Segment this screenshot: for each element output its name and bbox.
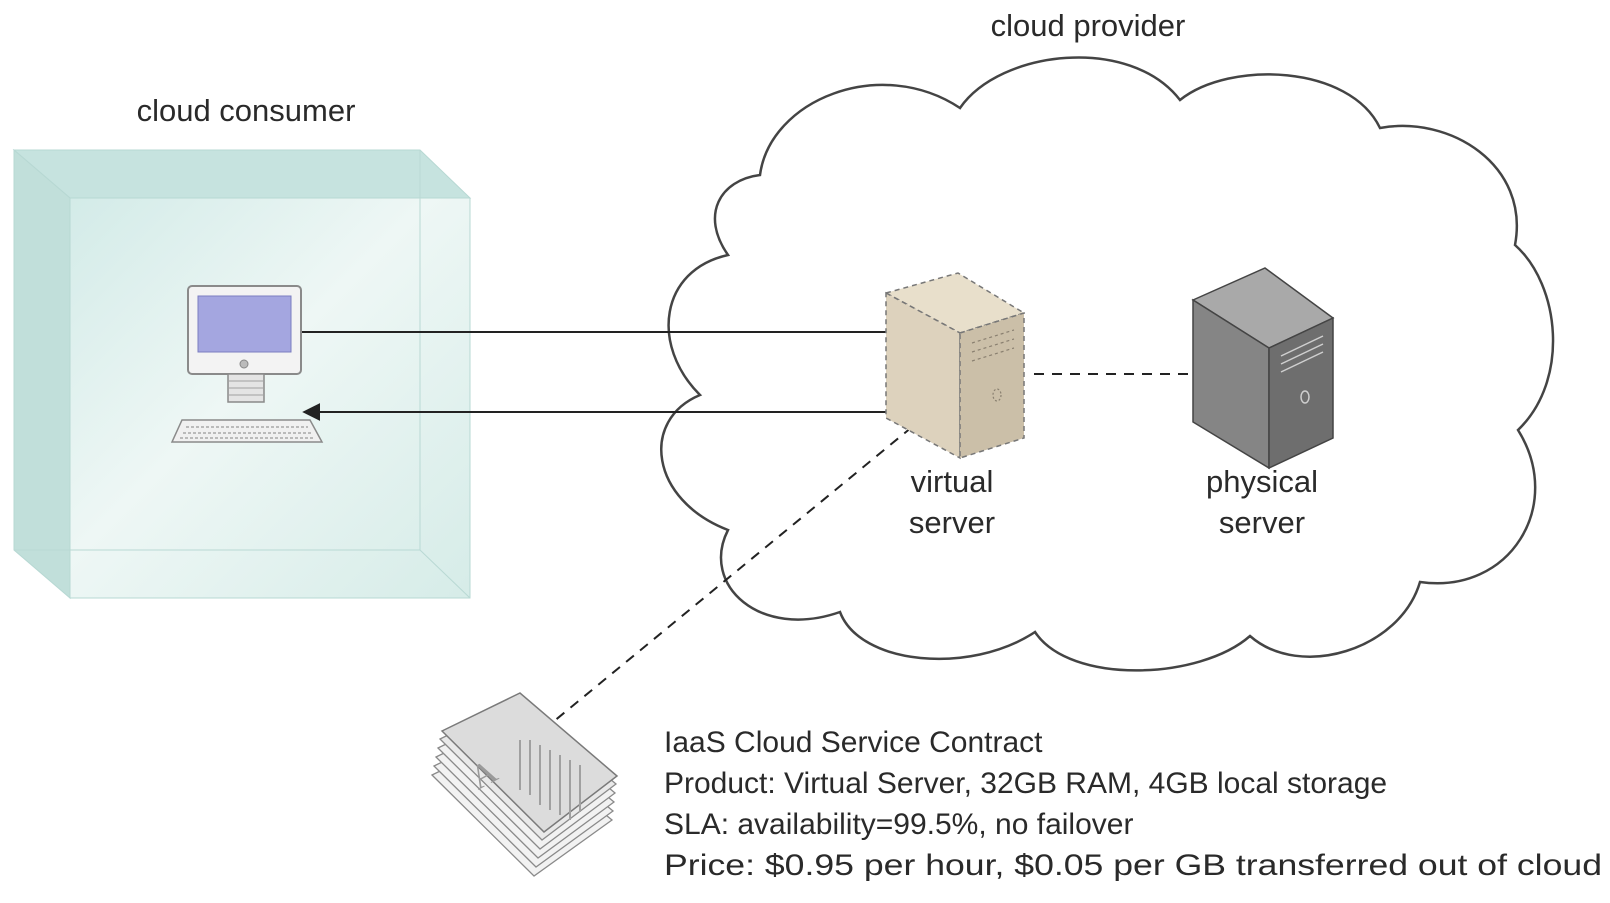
cloud-provider-shape (660, 56, 1555, 672)
virtual-server-label-line2: server (909, 505, 995, 540)
cloud-provider-label: cloud provider (991, 8, 1186, 43)
contract-sla: SLA: availability=99.5%, no failover (664, 808, 1133, 841)
contract-text: IaaS Cloud Service Contract Product: Vir… (664, 726, 1602, 882)
contract-product: Product: Virtual Server, 32GB RAM, 4GB l… (664, 767, 1387, 800)
cloud-consumer-label: cloud consumer (137, 93, 356, 128)
desktop-computer-icon (170, 285, 324, 443)
physical-server-label-line1: physical (1206, 464, 1318, 499)
document-stack-icon: A (430, 692, 619, 877)
virtual-server-icon (884, 272, 1026, 460)
virtual-server-label-line1: virtual (911, 464, 994, 499)
contract-title: IaaS Cloud Service Contract (664, 726, 1043, 759)
contract-link (552, 426, 913, 723)
physical-server-label-line2: server (1219, 505, 1305, 540)
contract-price: Price: $0.95 per hour, $0.05 per GB tran… (664, 849, 1602, 882)
cloud-consumer-box (12, 148, 472, 600)
physical-server-icon (1191, 267, 1335, 470)
